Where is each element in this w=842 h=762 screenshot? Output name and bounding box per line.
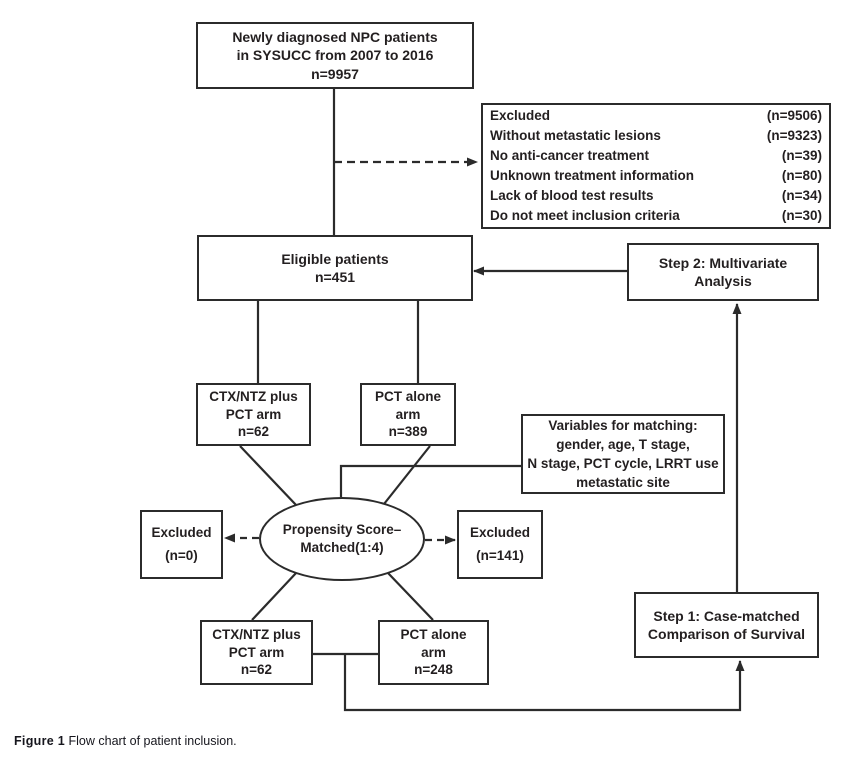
- exclusion-count: (n=39): [781, 148, 822, 163]
- text-line: Eligible patients: [281, 250, 389, 267]
- exclusion-label: Unknown treatment information: [490, 168, 695, 183]
- exclusion-label: Without metastatic lesions: [490, 128, 661, 143]
- figure-caption: Figure 1 Flow chart of patient inclusion…: [14, 734, 237, 748]
- box-pct-alone-arm-unmatched: PCT alone arm n=389: [360, 383, 456, 446]
- patient-count: n=62: [240, 662, 273, 678]
- text-line: Step 2: Multivariate: [658, 254, 788, 271]
- box-step1-case-matched-comparison: Step 1: Case-matched Comparison of Survi…: [634, 592, 819, 658]
- text-line: PCT alone: [400, 626, 467, 642]
- patient-count: n=248: [414, 662, 453, 678]
- box-newly-diagnosed-patients: Newly diagnosed NPC patients in SYSUCC f…: [196, 22, 474, 89]
- exclusion-label: Do not meet inclusion criteria: [490, 208, 680, 223]
- text-line: N stage, PCT cycle, LRRT use: [527, 456, 719, 471]
- exclusion-row: Unknown treatment information (n=80): [490, 166, 822, 186]
- exclusion-count: (n=9323): [766, 128, 822, 143]
- text-line: in SYSUCC from 2007 to 2016: [236, 47, 434, 64]
- box-excluded-right: Excluded (n=141): [457, 510, 543, 579]
- patient-count: (n=141): [476, 547, 524, 563]
- figure-caption-label: Figure 1: [14, 734, 66, 748]
- exclusion-count: (n=80): [781, 168, 822, 183]
- text-line: Matched(1:4): [300, 540, 384, 555]
- figure-caption-text: Flow chart of patient inclusion.: [65, 734, 237, 748]
- text-line: Variables for matching:: [548, 418, 698, 433]
- text-line: CTX/NTZ plus: [212, 626, 301, 642]
- exclusion-count: (n=34): [781, 188, 822, 203]
- text-line: metastatic site: [576, 475, 670, 490]
- text-line: PCT alone: [374, 388, 441, 404]
- exclusion-row: No anti-cancer treatment (n=39): [490, 146, 822, 166]
- exclusion-count: (n=9506): [766, 108, 822, 123]
- patient-count: n=62: [237, 424, 270, 440]
- box-exclusion-reasons: Excluded (n=9506) Without metastatic les…: [481, 103, 831, 229]
- patient-count: n=9957: [311, 65, 359, 82]
- text-line: PCT arm: [225, 406, 282, 422]
- text-line: Comparison of Survival: [647, 626, 806, 642]
- text-line: arm: [395, 406, 421, 422]
- ellipse-propensity-score-matching: Propensity Score– Matched(1:4): [259, 497, 425, 581]
- box-excluded-left: Excluded (n=0): [140, 510, 223, 579]
- box-step2-multivariate-analysis: Step 2: Multivariate Analysis: [627, 243, 819, 301]
- box-ctx-ntz-arm-matched: CTX/NTZ plus PCT arm n=62: [200, 620, 313, 685]
- text-line: arm: [421, 644, 446, 660]
- connector-ctx-mid-to-ellipse: [239, 445, 298, 507]
- exclusion-label: Excluded: [490, 108, 551, 123]
- connector-variables-to-ellipse: [339, 464, 521, 497]
- text-line: Excluded: [151, 524, 212, 540]
- patient-count: (n=0): [165, 547, 198, 563]
- text-line: Propensity Score–: [282, 522, 402, 538]
- exclusion-row: Without metastatic lesions (n=9323): [490, 126, 822, 146]
- connector-ellipse-to-ctx-bottom: [251, 571, 298, 621]
- connector-bottom-drop: [343, 654, 745, 712]
- box-matching-variables: Variables for matching: gender, age, T s…: [521, 414, 725, 494]
- text-line: Step 1: Case-matched: [653, 607, 800, 624]
- exclusion-row: Lack of blood test results (n=34): [490, 186, 822, 206]
- connector-ellipse-to-pct-bottom: [387, 572, 434, 621]
- exclusion-row: Excluded (n=9506): [490, 106, 822, 126]
- text-line: Newly diagnosed NPC patients: [232, 28, 438, 45]
- exclusion-label: No anti-cancer treatment: [490, 148, 650, 163]
- box-ctx-ntz-arm-unmatched: CTX/NTZ plus PCT arm n=62: [196, 383, 311, 446]
- text-line: CTX/NTZ plus: [209, 388, 298, 404]
- box-pct-alone-arm-matched: PCT alone arm n=248: [378, 620, 489, 685]
- exclusion-row: Do not meet inclusion criteria (n=30): [490, 206, 822, 226]
- box-eligible-patients: Eligible patients n=451: [197, 235, 473, 301]
- text-line: Analysis: [694, 273, 752, 289]
- text-line: gender, age, T stage,: [556, 437, 690, 452]
- exclusion-label: Lack of blood test results: [490, 188, 654, 203]
- text-line: PCT arm: [228, 644, 285, 660]
- patient-count: n=451: [314, 269, 356, 285]
- connector-pct-mid-to-ellipse: [383, 445, 431, 505]
- text-line: Excluded: [469, 524, 531, 540]
- patient-count: n=389: [388, 424, 428, 440]
- exclusion-count: (n=30): [781, 208, 822, 223]
